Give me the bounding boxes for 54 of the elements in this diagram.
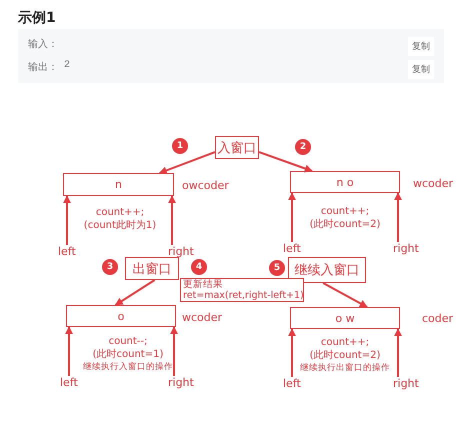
pointer-label: left <box>58 246 76 257</box>
arrow <box>258 151 313 172</box>
count-note: count--; <box>108 337 148 347</box>
note-text: 更新结果 <box>183 279 223 290</box>
callout-number: 4 <box>191 259 207 275</box>
callout-number: 1 <box>172 138 188 154</box>
copy-button: 复制 <box>408 60 434 79</box>
count-note: count++; <box>320 338 370 348</box>
arrow <box>394 328 402 377</box>
remaining-string: owcoder <box>182 180 229 191</box>
window-box: n <box>63 173 174 196</box>
count-note: 继续执行出窗口的操作 <box>300 364 390 372</box>
arrow <box>63 195 71 245</box>
count-note: count++; <box>320 207 370 217</box>
window-box: 入窗口 <box>215 136 259 159</box>
window-box: o <box>66 305 176 327</box>
pointer-label: right <box>168 377 194 388</box>
callout-number: 2 <box>295 139 311 155</box>
window-box: o w <box>290 307 400 329</box>
count-note: (count此时为1) <box>84 221 156 231</box>
section-title: 示例1 <box>18 9 56 27</box>
output-value: 2 <box>64 60 70 71</box>
remaining-string: wcoder <box>413 178 454 189</box>
copy-button: 复制 <box>408 37 434 56</box>
count-note: (此时count=2) <box>310 220 380 230</box>
arrow <box>288 192 296 242</box>
pointer-label: left <box>283 243 301 254</box>
field-label: 输出： <box>28 60 58 74</box>
arrow <box>322 282 368 308</box>
callout-number: 3 <box>102 259 118 275</box>
arrow <box>168 195 176 245</box>
field-label: 输入： <box>28 38 58 51</box>
pointer-label: left <box>60 377 78 388</box>
arrow <box>394 192 402 242</box>
callout-number: 5 <box>269 260 285 276</box>
window-box: n o <box>290 171 400 193</box>
arrow <box>114 279 156 306</box>
count-note: 继续执行入窗口的操作 <box>83 363 173 372</box>
window-box: 出窗口 <box>125 257 179 280</box>
note-text: ret=max(ret,right-left+1) <box>183 290 304 301</box>
arrow <box>170 326 178 376</box>
pointer-label: right <box>393 378 419 389</box>
arrow <box>288 328 296 377</box>
count-note: (此时count=1) <box>92 350 164 360</box>
arrow <box>158 151 216 174</box>
count-note: count++; <box>96 208 144 218</box>
arrow <box>65 326 73 376</box>
note-box <box>180 278 304 302</box>
pointer-label: right <box>168 246 194 257</box>
count-note: (此时count=2) <box>310 351 380 361</box>
remaining-string: coder <box>422 313 454 324</box>
pointer-label: right <box>393 243 419 254</box>
pointer-label: left <box>283 378 301 389</box>
remaining-string: wcoder <box>182 312 222 323</box>
